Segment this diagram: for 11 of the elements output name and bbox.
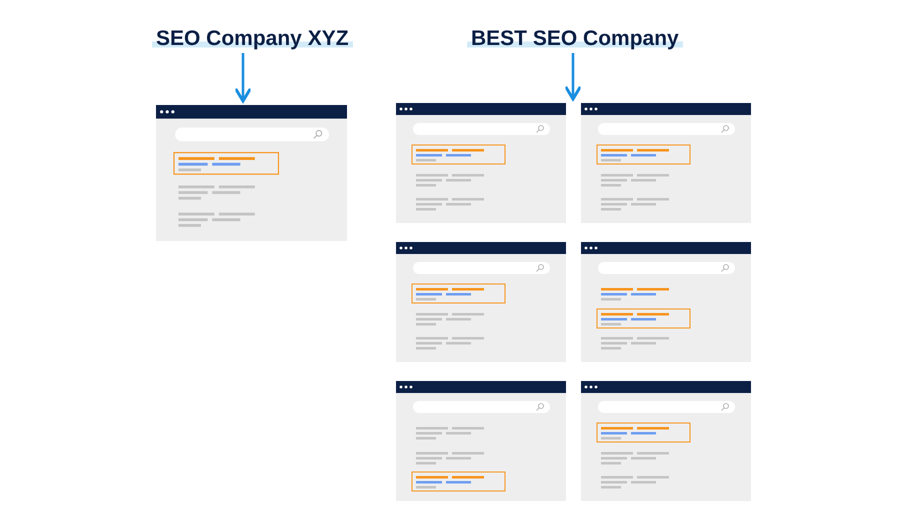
search-query-text: SEO Company XYZ xyxy=(152,27,353,51)
browser-window-drawing xyxy=(581,242,751,362)
browser-window-drawing xyxy=(156,105,347,241)
browser-window-drawing xyxy=(396,381,566,501)
arrow xyxy=(564,53,582,100)
search-query-text: BEST SEO Company xyxy=(467,27,683,51)
arrow xyxy=(234,53,252,102)
browser-window-drawing xyxy=(396,103,566,223)
browser-window-drawing xyxy=(581,381,751,501)
browser-window-drawing xyxy=(396,242,566,362)
browser-window-drawing xyxy=(581,103,751,223)
